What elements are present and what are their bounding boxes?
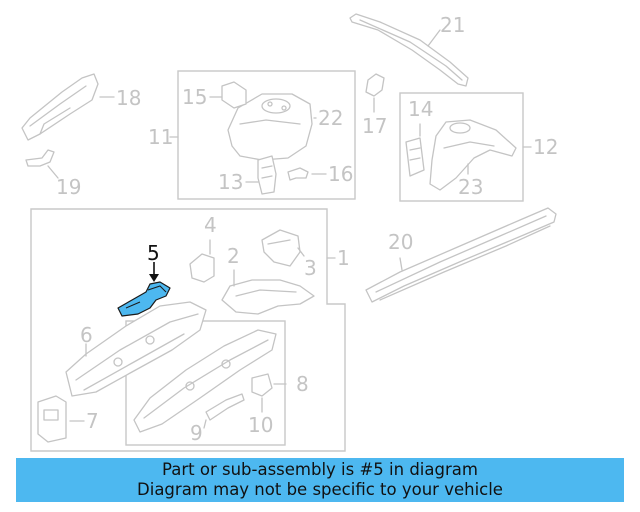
callout-8: 8 [296, 372, 309, 396]
callout-18: 18 [116, 86, 141, 110]
part-15-clip [209, 81, 247, 109]
part-4-bracket [189, 239, 215, 283]
group-box-1 [30, 208, 346, 452]
callout-12: 12 [533, 135, 558, 159]
part-7-plate [37, 395, 85, 443]
part-14-plate [405, 137, 425, 177]
callout-10: 10 [248, 413, 273, 437]
callout-9: 9 [190, 421, 203, 445]
callout-15: 15 [182, 85, 207, 109]
part-17-clip [365, 73, 385, 113]
callout-23: 23 [458, 175, 483, 199]
callout-4: 4 [204, 213, 217, 237]
part-18-rail [21, 73, 115, 141]
part-5-highlighted[interactable] [117, 262, 171, 317]
part-9-bracket [203, 393, 245, 429]
part-13-bracket [257, 155, 277, 195]
part-22-tower [227, 93, 317, 161]
callout-14: 14 [408, 97, 433, 121]
group-box-11 [177, 70, 356, 200]
callout-1: 1 [337, 246, 350, 270]
callout-17: 17 [362, 114, 387, 138]
banner-line-2: Diagram may not be specific to your vehi… [137, 480, 503, 499]
part-19-bracket [25, 149, 59, 179]
part-23-housing [429, 119, 517, 191]
part-16-bracket [287, 167, 327, 181]
banner-line-1: Part or sub-assembly is #5 in diagram [162, 460, 478, 479]
callout-2: 2 [227, 244, 240, 268]
part-3-bracket [261, 229, 301, 267]
callout-22: 22 [318, 106, 343, 130]
group-box-8 [125, 320, 286, 446]
part-20-side-rail [365, 207, 557, 303]
callout-3: 3 [304, 256, 317, 280]
part-6-frame-rail [65, 301, 207, 397]
callout-21: 21 [440, 13, 465, 37]
callout-20: 20 [388, 230, 413, 254]
callout-13: 13 [218, 170, 243, 194]
callout-5: 5 [147, 241, 160, 265]
part-21-bar [349, 13, 469, 87]
part-8-frame-rail [133, 329, 277, 433]
callout-11: 11 [148, 125, 173, 149]
callout-7: 7 [86, 409, 99, 433]
callout-16: 16 [328, 162, 353, 186]
part-10-bracket [251, 373, 287, 413]
part-2-member [221, 269, 315, 315]
callout-19: 19 [56, 175, 81, 199]
info-banner: Part or sub-assembly is #5 in diagram Di… [16, 458, 624, 502]
callout-6: 6 [80, 323, 93, 347]
